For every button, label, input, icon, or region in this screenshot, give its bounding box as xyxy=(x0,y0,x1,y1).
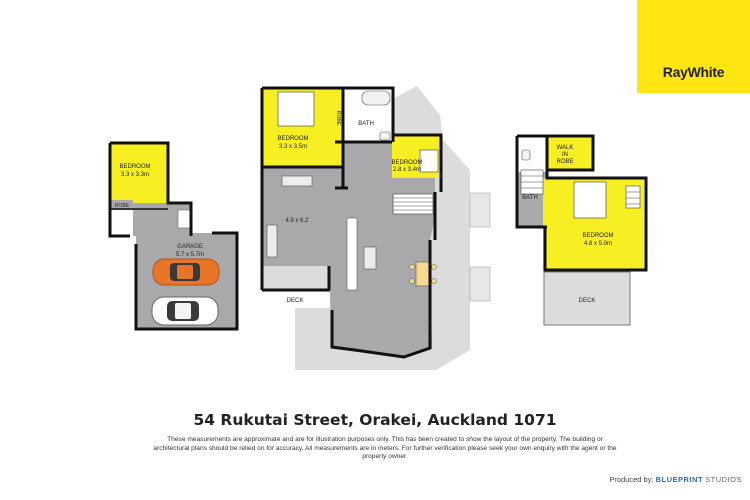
toilet-main-icon xyxy=(379,131,391,141)
deck-upper-area xyxy=(544,272,630,325)
property-address: 54 Rukutai Street, Orakei, Auckland 1071 xyxy=(193,411,557,429)
raywhite-logo: RayWhite xyxy=(637,0,750,93)
deck-main-label: DECK xyxy=(287,298,304,304)
bath-main-label: BATH xyxy=(358,121,374,127)
robe-main-label: ROBE xyxy=(335,111,341,126)
bedroom-left-dim: 3.3 x 3.3m xyxy=(121,172,149,178)
toilet-upper-icon xyxy=(521,149,531,161)
floor-plan: BEDROOM 3.3 x 3.3m ROBE GARAGE 5.7 x 5.7… xyxy=(108,86,648,370)
bedroom-upper-dim: 4.8 x 5.0m xyxy=(584,241,612,247)
car-white-icon xyxy=(151,296,219,326)
bed-main-icon xyxy=(277,91,315,127)
garage-dim: 5.7 x 5.7m xyxy=(176,252,204,258)
robe-left-area xyxy=(111,200,133,210)
main-floor: BEDROOM 3.3 x 3.5m ROBE BATH BEDROOM 2.8… xyxy=(260,86,491,370)
bedroom-small-dim: 2.8 x 3.4m xyxy=(393,167,421,173)
bath-upper-area xyxy=(517,136,547,172)
bed-upper-icon xyxy=(573,181,607,219)
sofa-side-icon xyxy=(266,224,278,258)
bed-small-icon xyxy=(419,149,439,173)
bedroom-left-label: BEDROOM xyxy=(119,164,150,170)
garage-label: GARAGE xyxy=(177,244,203,250)
car-orange-icon xyxy=(152,258,220,286)
deck-upper-label: DECK xyxy=(579,298,596,304)
bedroom-main-label: BEDROOM xyxy=(277,136,308,142)
bedroom-left-area xyxy=(110,143,168,209)
upper-floor: WALK IN ROBE BATH BEDROOM 4.8 x 5.0m DEC… xyxy=(515,134,648,326)
disclaimer-text: These measurements are approximate and a… xyxy=(153,436,617,461)
walk-in-robe-line2: IN xyxy=(562,152,568,158)
walk-in-robe-area xyxy=(547,136,593,170)
robe-left-label: ROBE xyxy=(115,203,130,209)
produced-by-prefix: Produced by: xyxy=(609,475,654,484)
produced-by-suffix: STUDIOS xyxy=(705,475,742,484)
kitchen-bench xyxy=(363,246,377,270)
walk-in-robe-line3: ROBE xyxy=(556,159,573,165)
raywhite-logo-text: RayWhite xyxy=(662,64,725,80)
walk-in-robe-line1: WALK xyxy=(557,145,574,151)
bath-upper-label: BATH xyxy=(522,195,538,201)
kitchen-island xyxy=(346,217,358,291)
bedroom-upper-label: BEDROOM xyxy=(582,233,613,239)
sofa-top-icon xyxy=(281,175,313,187)
left-unit: BEDROOM 3.3 x 3.3m ROBE GARAGE 5.7 x 5.7… xyxy=(108,141,239,331)
toilet-left xyxy=(177,209,191,229)
bedroom-small-label: BEDROOM xyxy=(391,160,422,166)
bedroom-main-dim: 3.3 x 3.5m xyxy=(279,144,307,150)
living-dim: 4.8 x 6.2 xyxy=(285,218,309,224)
dining-table-icon xyxy=(415,261,431,287)
produced-by-credit: Produced by: BLUEPRINT STUDIOS xyxy=(609,475,742,484)
bathtub-icon xyxy=(361,90,391,106)
produced-by-brand: BLUEPRINT xyxy=(655,475,704,484)
